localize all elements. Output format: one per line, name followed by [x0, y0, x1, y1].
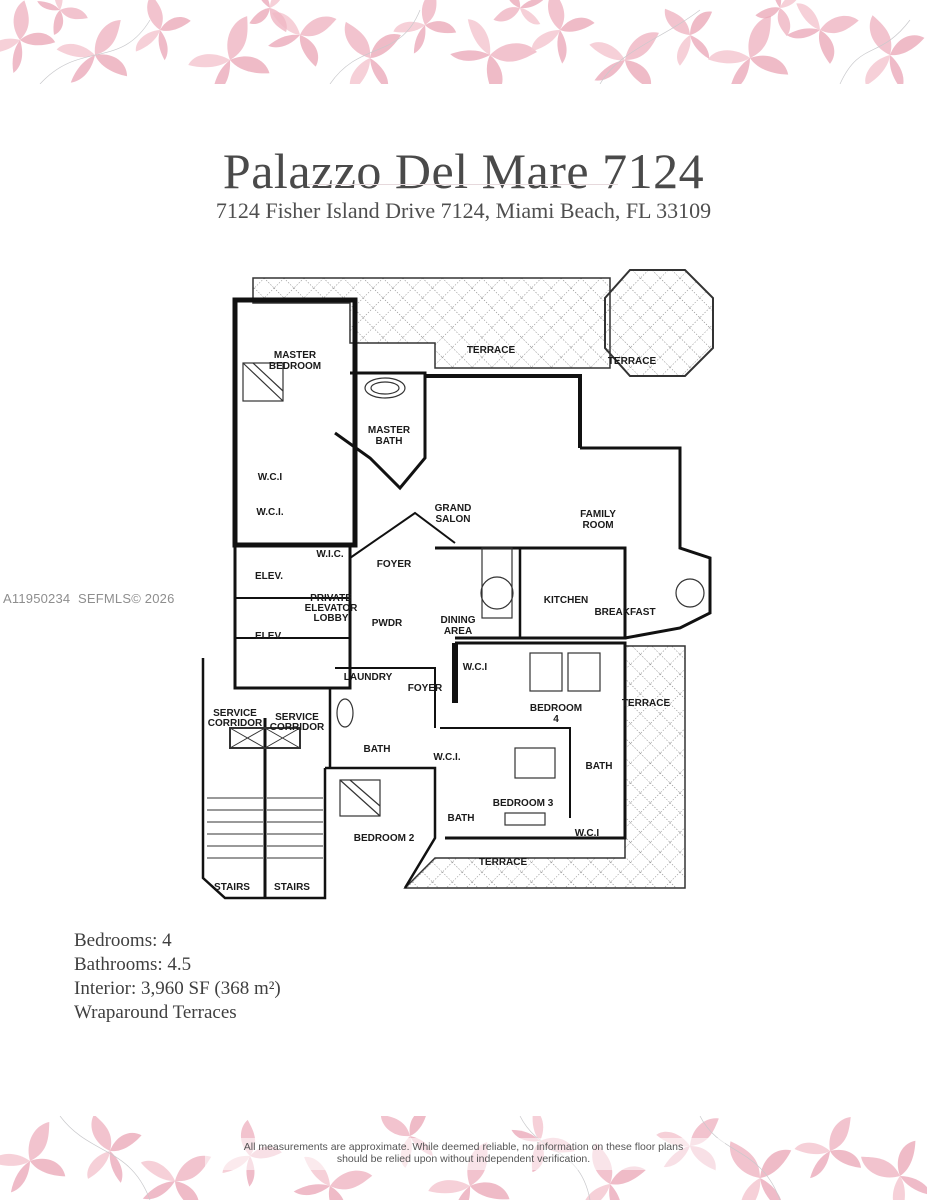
floral-pattern-icon	[0, 0, 927, 84]
floral-header-band	[0, 0, 927, 84]
label-wci-bedroom4: W.C.I	[463, 662, 488, 673]
spec-bathrooms: Bathrooms: 4.5	[74, 954, 192, 975]
label-bath-bedroom2: BATH	[447, 813, 474, 824]
spec-bedrooms: Bedrooms: 4	[74, 930, 172, 951]
label-bedroom-2: BEDROOM 2	[354, 833, 415, 844]
label-terrace-octagon: TERRACE	[608, 356, 657, 367]
label-stairs-2: STAIRS	[274, 882, 310, 893]
disclaimer-line-2: should be relied upon without independen…	[336, 1153, 591, 1165]
label-bath-laundry: BATH	[363, 744, 390, 755]
label-terrace-top: TERRACE	[467, 345, 516, 356]
property-specs: Bedrooms: 4 Bathrooms: 4.5 Interior: 3,9…	[74, 929, 281, 1025]
label-laundry: LAUNDRY	[344, 672, 393, 683]
label-stairs-1: STAIRS	[214, 882, 250, 893]
label-foyer-main: FOYER	[377, 559, 412, 570]
label-grand-salon: GRAND	[435, 503, 472, 514]
label-pwdr: PWDR	[372, 618, 403, 629]
disclaimer-line-1: All measurements are approximate. While …	[243, 1141, 684, 1153]
floor-plan-drawing: MASTER BEDROOM MASTER BATH TERRACE TERRA…	[201, 269, 714, 900]
label-elev-1: ELEV.	[255, 571, 283, 582]
title-divider	[308, 184, 618, 185]
svg-text:CORRIDOR: CORRIDOR	[208, 718, 263, 729]
room-labels: MASTER BEDROOM MASTER BATH TERRACE TERRA…	[208, 345, 671, 893]
label-wci-bedroom3: W.C.I.	[433, 752, 460, 763]
svg-text:AREA: AREA	[444, 626, 472, 637]
svg-text:CORRIDOR: CORRIDOR	[270, 722, 325, 733]
label-wci-1: W.C.I	[258, 472, 283, 483]
mls-source: SEFMLS© 2026	[77, 591, 175, 606]
label-bedroom-3: BEDROOM 3	[493, 798, 554, 809]
label-kitchen: KITCHEN	[544, 595, 588, 606]
stairs-drawing	[207, 727, 323, 859]
svg-text:4: 4	[553, 714, 559, 725]
label-family-room: FAMILY	[580, 509, 616, 520]
mls-watermark: A11950234 SEFMLS© 2026	[3, 591, 175, 606]
floral-pattern-icon	[0, 1116, 927, 1200]
label-wci-bedroom3-b: W.C.I	[575, 828, 600, 839]
label-terrace-bottom: TERRACE	[479, 857, 528, 868]
label-wic: W.I.C.	[316, 549, 343, 560]
label-private-elevator-lobby: PRIVATE	[310, 593, 352, 604]
svg-text:ROOM: ROOM	[582, 520, 613, 531]
listing-id: A11950234	[3, 591, 71, 606]
svg-text:SALON: SALON	[436, 514, 471, 525]
disclaimer: All measurements are approximate. While …	[0, 1141, 927, 1165]
svg-text:LOBBY: LOBBY	[314, 613, 349, 624]
svg-text:ELEVATOR: ELEVATOR	[305, 603, 359, 614]
label-service-corridor-right: SERVICE	[275, 712, 319, 723]
floral-footer-band	[0, 1116, 927, 1200]
label-service-corridor-left: SERVICE	[213, 708, 257, 719]
label-master-bedroom: MASTER	[274, 350, 317, 361]
label-terrace-right: TERRACE	[622, 698, 671, 709]
label-bedroom-4: BEDROOM	[530, 703, 582, 714]
label-breakfast: BREAKFAST	[594, 607, 655, 618]
furniture-drawing	[242, 362, 705, 826]
label-dining-area: DINING	[441, 615, 476, 626]
spec-interior: Interior: 3,960 SF (368 m²)	[74, 978, 281, 999]
page-title: Palazzo Del Mare 7124	[222, 142, 705, 199]
floor-plan: MASTER BEDROOM MASTER BATH TERRACE TERRA…	[185, 258, 745, 908]
svg-text:BATH: BATH	[375, 436, 402, 447]
spec-feature: Wraparound Terraces	[74, 1002, 237, 1023]
label-wci-2: W.C.I.	[256, 507, 283, 518]
label-elev-2: ELEV.	[255, 631, 283, 642]
property-address: 7124 Fisher Island Drive 7124, Miami Bea…	[215, 198, 712, 223]
label-foyer-secondary: FOYER	[408, 683, 443, 694]
svg-text:BEDROOM: BEDROOM	[269, 361, 321, 372]
label-master-bath: MASTER	[368, 425, 411, 436]
label-bath-bedroom4: BATH	[585, 761, 612, 772]
